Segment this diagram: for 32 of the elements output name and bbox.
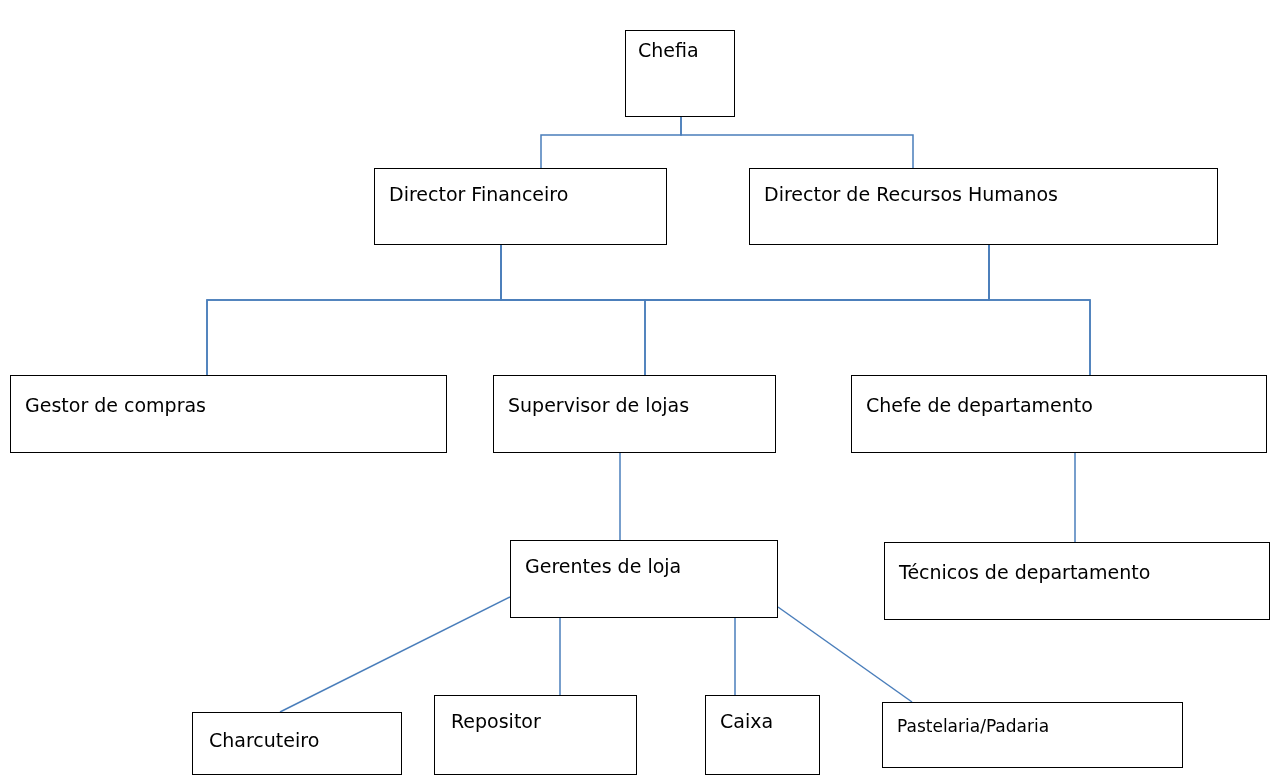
org-box [10, 375, 447, 453]
connector-line [777, 606, 913, 703]
connector-line [279, 596, 511, 713]
role-label: Chefia [638, 39, 699, 61]
role-label: Repositor [451, 710, 541, 732]
role-label: Gerentes de loja [525, 555, 682, 577]
org-box [851, 375, 1267, 453]
role-label: Gestor de compras [25, 394, 207, 416]
connector-line [559, 617, 561, 696]
role-label: Director de Recursos Humanos [764, 183, 1058, 205]
org-box [884, 542, 1270, 620]
org-box [749, 168, 1218, 245]
role-label: Charcuteiro [209, 729, 320, 751]
org-box [493, 375, 776, 453]
org-box [434, 695, 637, 775]
org-box [192, 712, 402, 775]
role-label: Caixa [720, 710, 774, 732]
org-box [510, 540, 778, 618]
connector-line [1074, 452, 1076, 543]
connector-line [619, 452, 621, 541]
role-label: Supervisor de lojas [508, 394, 690, 416]
org-box [625, 30, 735, 117]
connector-line [988, 244, 1091, 376]
org-box [882, 702, 1183, 768]
role-label: Pastelaria/Padaria [897, 716, 1050, 736]
role-label: Director Financeiro [389, 183, 569, 205]
org-box [374, 168, 667, 245]
role-label: Chefe de departamento [866, 394, 1093, 416]
connector-line [734, 617, 736, 696]
role-label: Técnicos de departamento [899, 561, 1151, 583]
org-box [705, 695, 820, 775]
connector-line [680, 116, 914, 169]
